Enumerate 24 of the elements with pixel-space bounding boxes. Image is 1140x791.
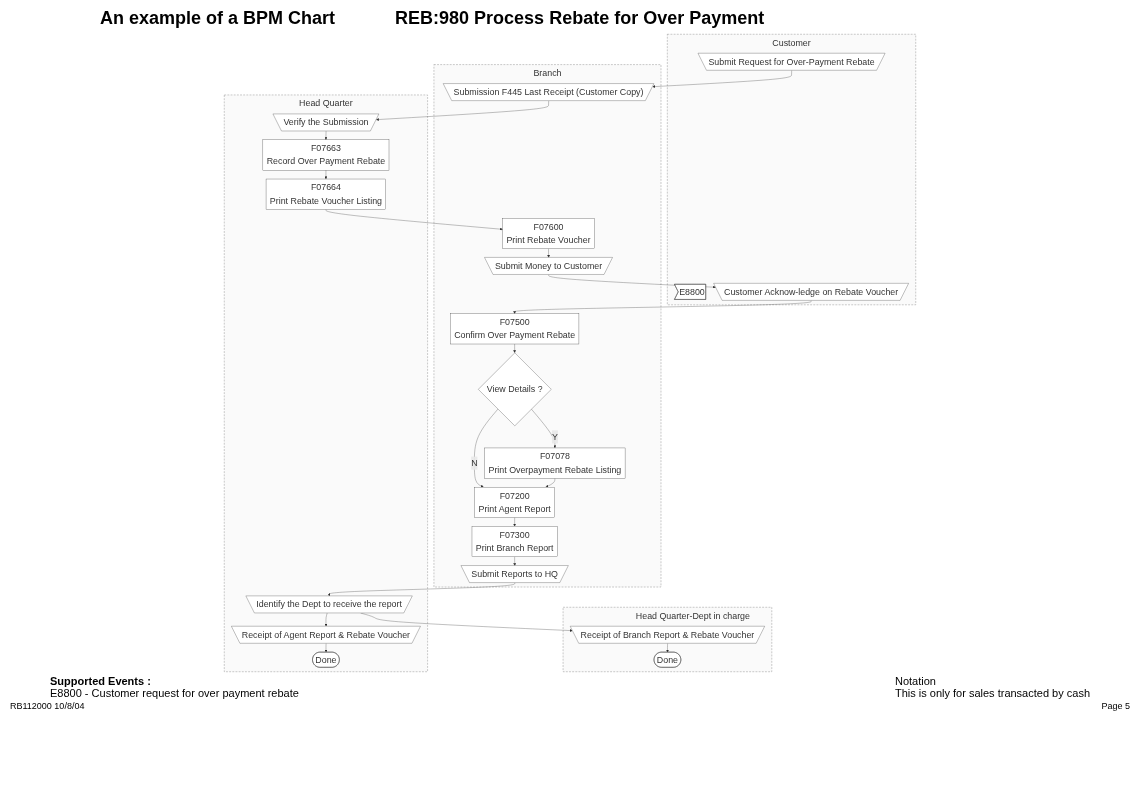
node-box: F07500 Confirm Over Payment Rebate <box>450 313 580 345</box>
page-reference: RB112000 10/8/04 <box>10 701 85 711</box>
node-box: F07078 Print Overpayment Rebate Listing <box>484 447 626 479</box>
footer-note: This is only for sales transacted by cash <box>894 687 1090 699</box>
node-box: Customer Acknow-ledge on Rebate Voucher <box>713 283 909 301</box>
edge-label: N <box>471 458 478 468</box>
footer-note: E8800 - Customer request for over payment rebate <box>50 687 299 699</box>
node-box: F07300 Print Branch Report <box>471 526 558 557</box>
chart-title: An example of a BPM Chart <box>100 8 336 29</box>
node-box: F07663 Record Over Payment Rebate <box>262 139 390 171</box>
node-diamond: View Details ? <box>478 352 552 426</box>
process-title: REB:980 Process Rebate for Over Payment <box>395 8 765 29</box>
node-box: F07200 Print Agent Report <box>474 487 555 518</box>
node-box: Submit Request for Over-Payment Rebate <box>697 53 886 71</box>
page-number: Page 5 <box>1101 701 1130 711</box>
node-box: Receipt of Branch Report & Rebate Voucher <box>570 626 765 644</box>
edge-label: Y <box>551 431 558 442</box>
node-box: Receipt of Agent Report & Rebate Voucher <box>231 626 421 644</box>
footer-heading: Notation <box>894 675 937 687</box>
node-box: F07600 Print Rebate Voucher <box>502 218 595 249</box>
node-box: Submission F445 Last Receipt (Customer Copy) <box>443 83 655 101</box>
node-box: F07664 Print Rebate Voucher Listing <box>265 178 386 210</box>
footer-heading: Supported Events : <box>50 675 152 687</box>
node-box: Identify the Dept to receive the report <box>245 595 413 614</box>
